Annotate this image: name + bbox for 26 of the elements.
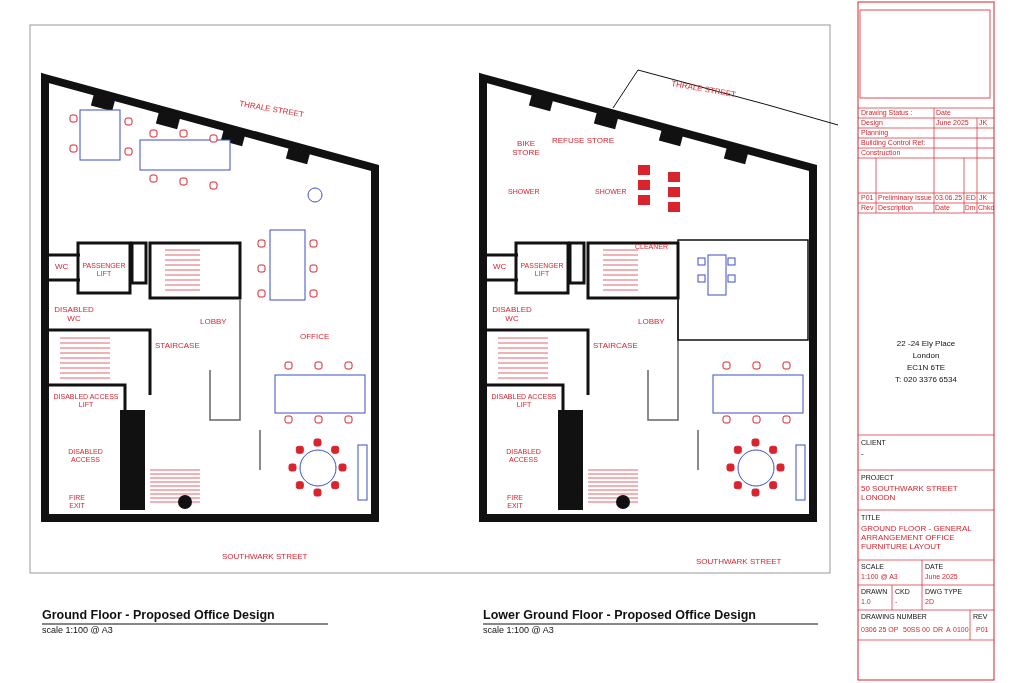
street-name: THRALE STREET	[670, 80, 737, 100]
field-value: -	[861, 450, 864, 459]
room-label: REFUSE STORE	[552, 137, 615, 146]
address-line: EC1N 6TE	[905, 364, 947, 373]
room-label: STAIRCASE	[155, 342, 200, 351]
drawing-name: GROUND FLOOR - GENERAL ARRANGEMENT OFFICE FURNITURE LAYOUT	[861, 525, 973, 552]
room-label: LOBBY	[638, 318, 665, 327]
drawing-title: Lower Ground Floor - Proposed Office Design	[483, 609, 756, 623]
address-line: 22 -24 Ely Place	[895, 340, 957, 349]
room-label: BIKE STORE	[511, 140, 541, 158]
street-name: SOUTHWARK STREET	[696, 558, 782, 567]
project-name: 50 SOUTHWARK STREET LONODN	[861, 485, 959, 503]
drawing-title: Ground Floor - Proposed Office Design	[42, 609, 275, 623]
room-label: OFFICE	[300, 333, 330, 342]
street-name: THRALE STREET	[238, 100, 305, 120]
scale-note: scale 1:100 @ A3	[42, 626, 113, 636]
room-label: DISABLED WC	[53, 306, 95, 324]
address-line: London	[911, 352, 941, 361]
scale-note: scale 1:100 @ A3	[483, 626, 554, 636]
phone-number: T: 020 3376 6534	[894, 376, 958, 385]
room-label: DISABLED WC	[491, 306, 533, 324]
room-label: WC	[493, 263, 507, 272]
room-label: LOBBY	[200, 318, 227, 327]
room-label: STAIRCASE	[593, 342, 638, 351]
street-name: SOUTHWARK STREET	[222, 553, 308, 562]
room-label: WC	[55, 263, 69, 272]
